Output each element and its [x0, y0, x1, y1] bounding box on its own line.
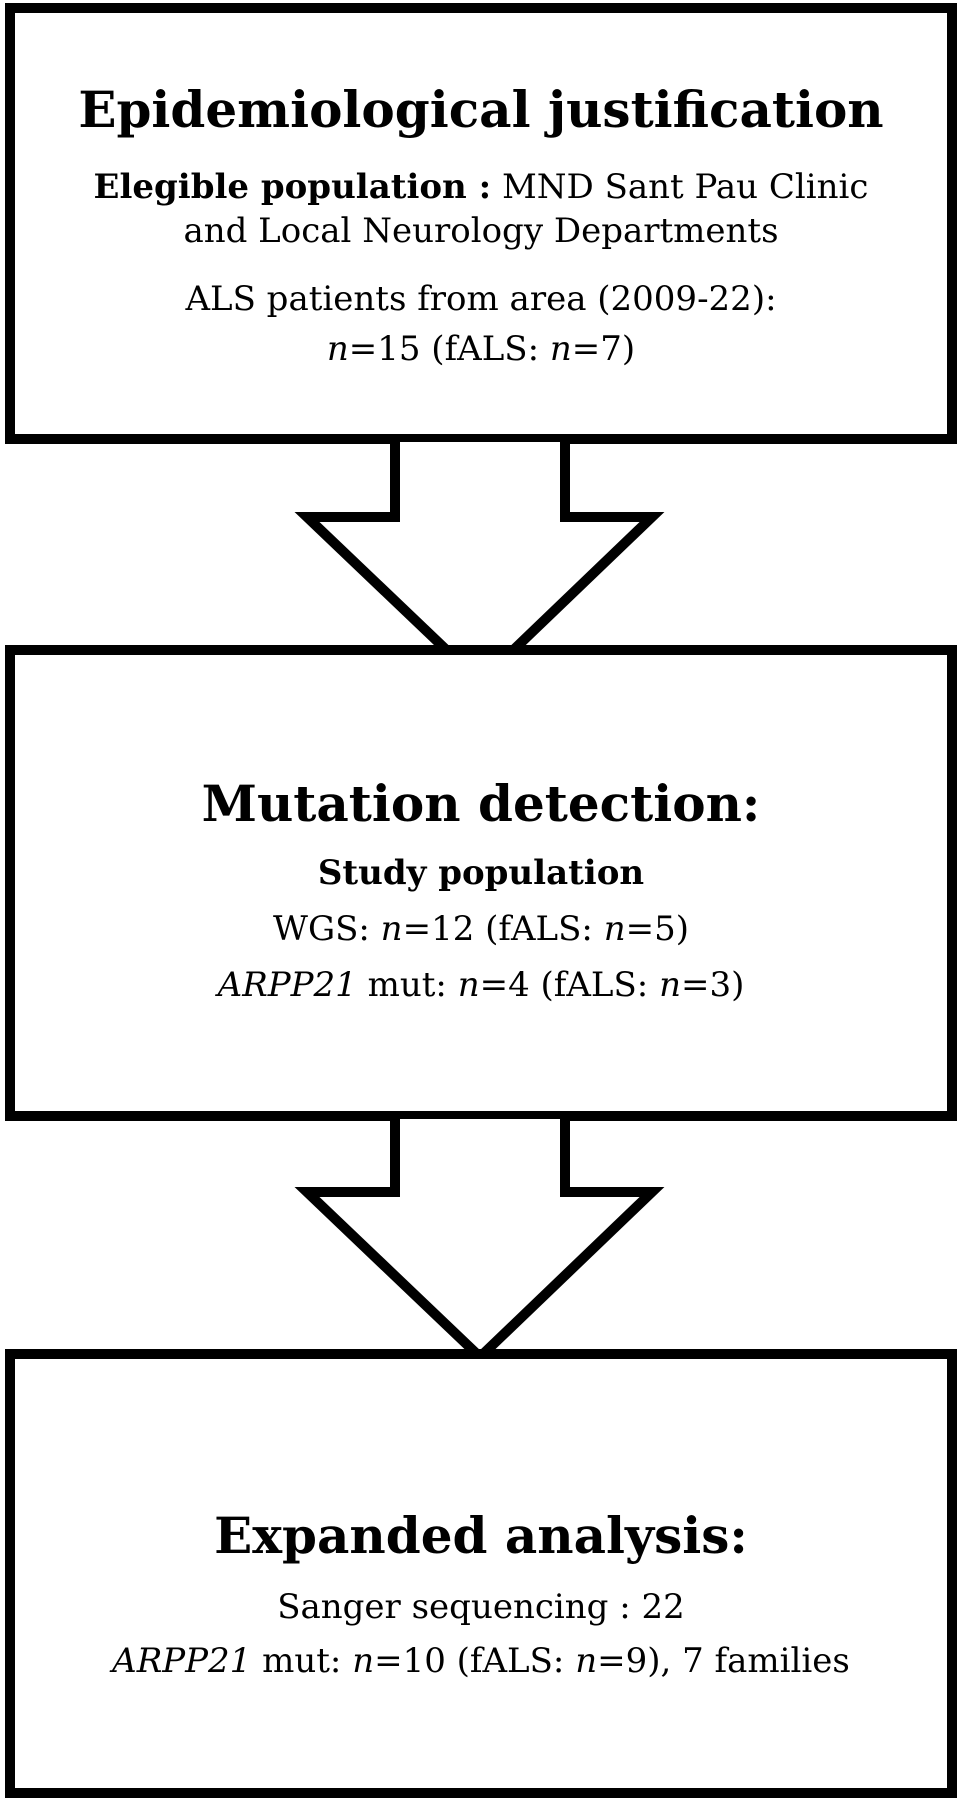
eligible-population-label: Elegible population :	[93, 166, 492, 207]
down-arrow-2-shape	[294, 1114, 665, 1364]
box1-title: Epidemiological justification	[78, 80, 884, 139]
eligible-population-line: Elegible population : MND Sant Pau Clini…	[15, 165, 947, 209]
sanger-sequencing-line: Sanger sequencing : 22	[277, 1586, 685, 1627]
gene-name: ARPP21	[112, 1640, 252, 1681]
box1-count-line: n=15 (fALS: n=7)	[326, 329, 636, 370]
departments-line: and Local Neurology Departments	[183, 210, 779, 251]
expanded-analysis-box: Expanded analysis: Sanger sequencing : 2…	[5, 1349, 957, 1798]
box2-title: Mutation detection:	[201, 774, 761, 833]
als-patients-line: ALS patients from area (2009-22):	[185, 278, 777, 319]
box3-title: Expanded analysis:	[214, 1506, 748, 1565]
gene-name: ARPP21	[217, 964, 357, 1005]
eligible-population-text: MND Sant Pau Clinic	[491, 166, 869, 207]
mutation-detection-box: Mutation detection: Study population WGS…	[5, 645, 957, 1121]
arpp21-mut-line-1: ARPP21 mut: n=4 (fALS: n=3)	[217, 964, 745, 1005]
epidemiological-justification-box: Epidemiological justification Elegible p…	[5, 3, 957, 444]
arpp21-mut-line-2: ARPP21 mut: n=10 (fALS: n=9), 7 families	[112, 1640, 850, 1681]
wgs-line: WGS: n=12 (fALS: n=5)	[273, 908, 689, 949]
down-arrow-2	[294, 1114, 665, 1364]
study-population-label: Study population	[317, 852, 645, 893]
